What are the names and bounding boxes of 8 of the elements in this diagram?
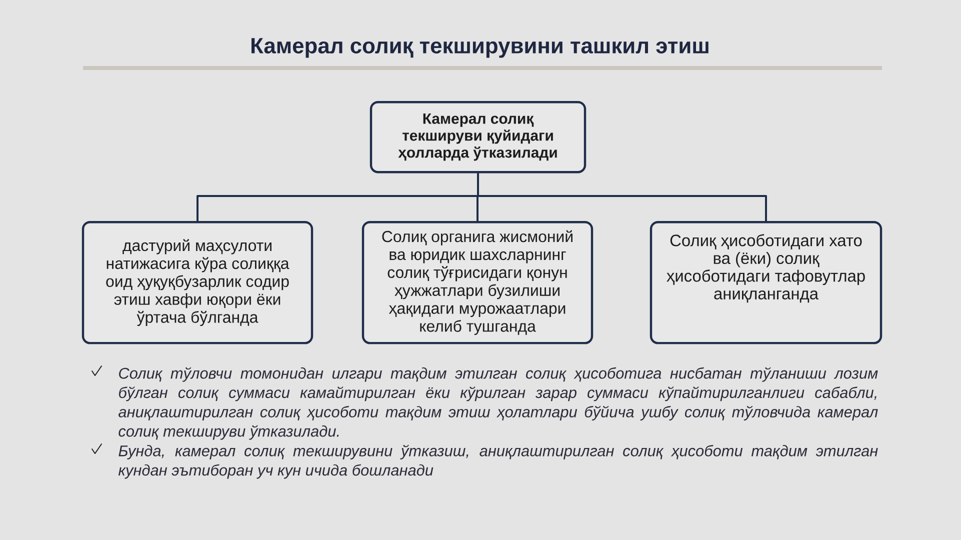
title: Камерал солиқ текширувини ташкил этиш <box>252 38 708 58</box>
connector-line <box>477 173 767 221</box>
bullet-text: Солиқ тўловчи томонидан илгари тақдим этилган солиқ ҳисоботига нисбатан тўланиши лозим бўлган солиқ суммаси камайтирилган ёки кўрилган зарар суммаси кўпайтирилганлиги сабабли, аниқлаштирилган солиқ ҳисоботи тақдим этиш ҳолатлари бўйича ушбу солиқ тўловчида камерал солиқ текшируви ўтказилади. <box>118 367 878 440</box>
condition-box: Солиқ органига жисмоний ва юридик шахсларнинг солиқ тўғрисидаги қонун ҳужжатлари бузилиши ҳақидаги мурожаатлари келиб тушганда <box>362 221 594 344</box>
condition-box: Солиқ ҳисоботидаги хато ва (ёки) солиқ ҳисоботидаги тафовутлар аниқланганда <box>650 221 882 344</box>
heading-box: Камерал солиқ текшируви қуйидаги ҳолларда ўтказилади <box>370 101 586 174</box>
condition-box: дастурий маҳсулоти натижасига кўра солиққа оид ҳуқуқбузарлик содир этиш хавфи юқори ёки ўртача бўлганда <box>82 221 314 344</box>
bullet-text: Бунда, камерал солиқ текширувини ўтказиш, аниқлаштирилган солиқ ҳисоботи тақдим этилган кундан эътиборан уч кун ичида бошланади <box>118 444 878 479</box>
